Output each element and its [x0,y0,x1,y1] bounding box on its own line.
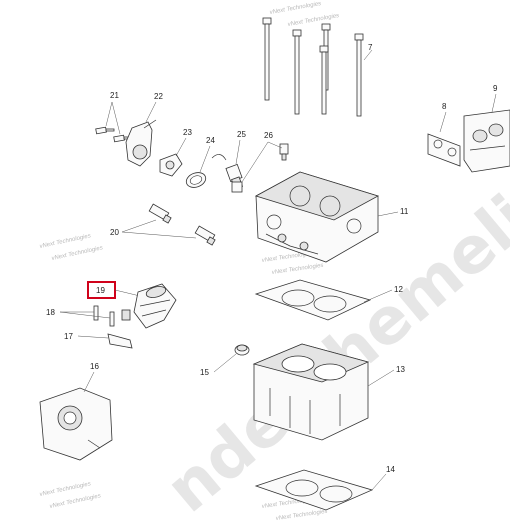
spark-plugs [148,203,216,246]
callout-17: 17 [64,332,73,341]
callout-13: 13 [396,365,405,374]
cylinder-block [252,343,370,441]
brand-watermark: vNext Technologies [49,493,101,510]
callout-18: 18 [46,308,55,317]
head-bolts [262,17,364,117]
clamp-screws [93,305,115,327]
brand-watermark: vNext Technologies [39,481,91,498]
callout-19: 19 [96,286,105,295]
head-gasket [254,279,372,321]
brand-watermark: vNext Technologies [271,263,323,276]
brand-watermark: vNext Technologies [269,1,321,16]
exhaust-manifold [463,109,510,173]
brand-watermark: vNext Technologies [51,245,103,262]
cylinder-head [254,171,380,263]
clamp [107,333,133,349]
callout-8: 8 [442,102,447,111]
callout-23: 23 [183,128,192,137]
callout-24: 24 [206,136,215,145]
callout-14: 14 [386,465,395,474]
housing-bolts [95,126,133,143]
fittings [231,143,289,193]
exhaust-gasket [427,133,461,167]
callout-11: 11 [400,207,409,216]
o-ring [185,172,207,188]
brand-watermark: vNext Technologies [275,509,327,522]
pump-housing [39,387,113,461]
thermostat-housing [125,119,157,167]
callout-12: 12 [394,285,403,294]
callout-20: 20 [110,228,119,237]
plug [234,344,250,356]
callout-22: 22 [154,92,163,101]
callout-7: 7 [368,43,373,52]
callout-9: 9 [493,84,498,93]
intake-boot [121,283,177,329]
thermostat [159,153,183,177]
brand-watermark: vNext Technologies [287,13,339,28]
callout-16: 16 [90,362,99,371]
callout-15: 15 [200,368,209,377]
callout-25: 25 [237,130,246,139]
callout-21: 21 [110,91,119,100]
brand-watermark: vNext Technologies [39,233,91,250]
callout-26: 26 [264,131,273,140]
